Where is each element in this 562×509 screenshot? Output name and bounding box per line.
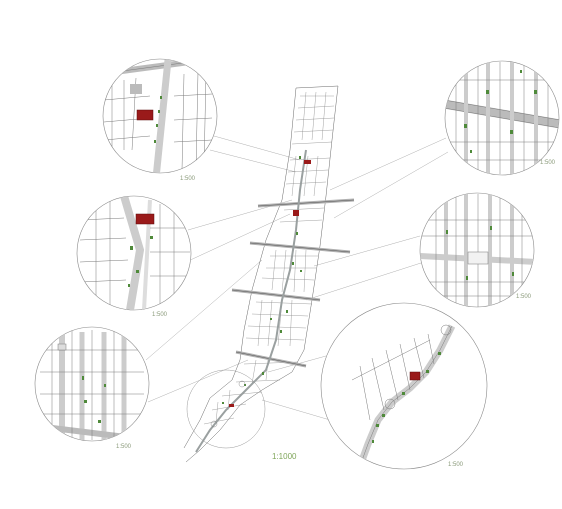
leader-lines [145, 135, 449, 421]
scale-label-mid-left: 1:500 [152, 312, 168, 318]
scale-label-mid-right: 1:500 [516, 294, 532, 300]
inset-mid-left [76, 195, 192, 311]
scale-label-top-right: 1:500 [540, 160, 556, 166]
scale-label-bottom-left: 1:500 [116, 444, 132, 450]
inset-bottom-left [34, 326, 150, 442]
scale-label-bottom-right: 1:500 [448, 462, 464, 468]
main-plan [183, 85, 355, 463]
scale-label-top-left: 1:500 [180, 176, 196, 182]
detail-small [210, 380, 246, 428]
main-plan-scale-label: 1:1000 [272, 452, 297, 461]
inset-mid-right [419, 192, 535, 308]
inset-top-left [102, 58, 218, 174]
inset-bottom-right [320, 302, 488, 470]
inset-top-right [444, 60, 560, 176]
detail-circle-small [186, 369, 266, 449]
